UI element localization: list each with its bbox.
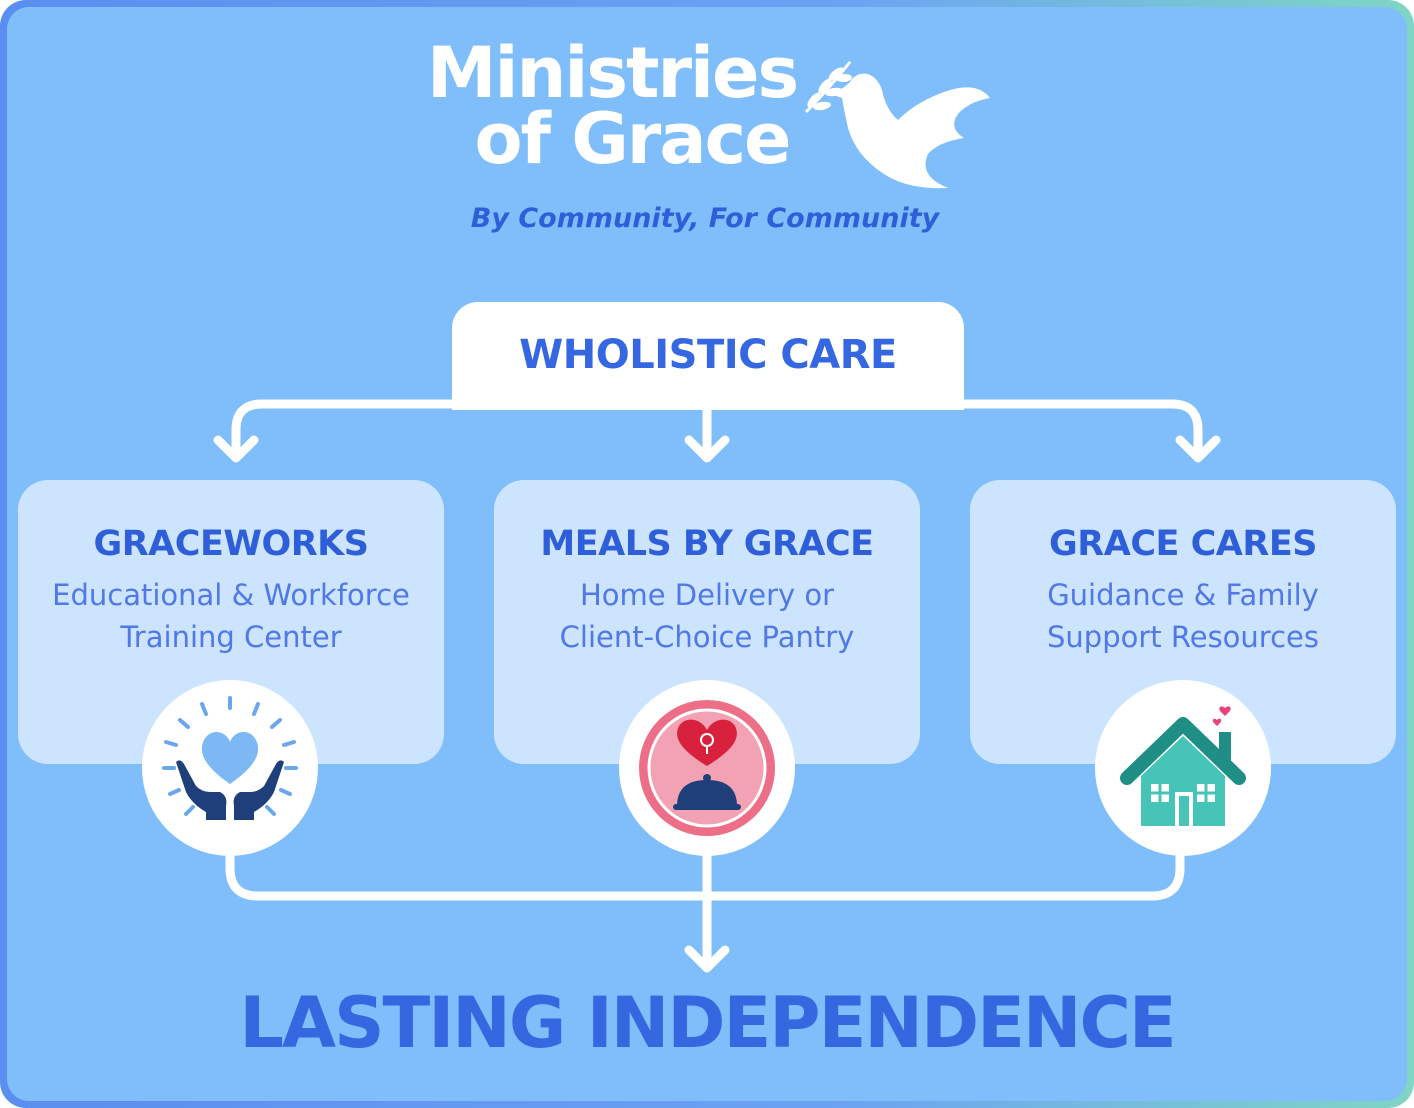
program-description-line1: Educational & Workforce [52, 578, 410, 612]
program-description: Educational & Workforce Training Center [18, 574, 444, 658]
dove-with-olive-branch-icon [804, 61, 990, 189]
program-description-line1: Home Delivery or [579, 578, 835, 612]
house-with-hearts-icon [1120, 706, 1246, 826]
wholistic-care-box: WHOLISTIC CARE [452, 302, 964, 410]
graceworks-icon-circle [142, 680, 318, 856]
grace-cares-icon-circle [1095, 680, 1271, 856]
program-card-graceworks: GRACEWORKS Educational & Workforce Train… [18, 480, 444, 764]
wholistic-care-label: WHOLISTIC CARE [519, 332, 897, 378]
hands-holding-heart-icon [162, 696, 298, 820]
program-description: Guidance & Family Support Resources [970, 574, 1396, 658]
heart-serving-cloche-icon [639, 700, 775, 836]
program-title: GRACE CARES [1049, 524, 1317, 564]
program-description-line1: Guidance & Family [1047, 578, 1319, 612]
lasting-independence-label: LASTING INDEPENDENCE [239, 982, 1176, 1064]
program-description-line2: Training Center [120, 620, 342, 654]
program-description-line2: Support Resources [1047, 620, 1319, 654]
program-title: MEALS BY GRACE [540, 524, 874, 564]
program-description: Home Delivery or Client-Choice Pantry [494, 574, 920, 658]
program-title: GRACEWORKS [93, 524, 370, 564]
tagline: By Community, For Community [470, 203, 940, 234]
brand-name: Ministries of Grace [422, 32, 802, 180]
meals-icon-circle [619, 680, 795, 856]
brand-name-line2: of Grace [474, 98, 791, 180]
brand-name-line1: Ministries [426, 32, 799, 114]
program-description-line2: Client-Choice Pantry [559, 620, 855, 654]
